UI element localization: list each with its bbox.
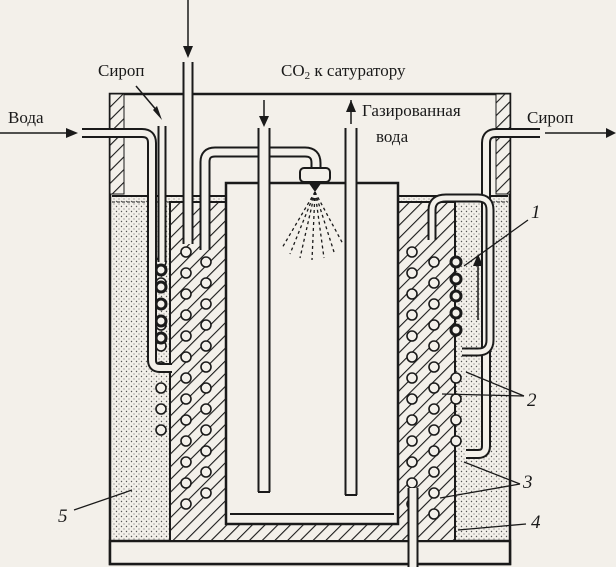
- co2-suffix: к сатуратору: [310, 61, 406, 80]
- callout-leaders: [73, 219, 529, 531]
- co2-subscript: 2: [304, 70, 311, 82]
- callout-1: 1: [531, 202, 541, 223]
- callout-3: 3: [523, 472, 533, 493]
- syrup-return-loop: [427, 193, 495, 357]
- callout-5: 5: [58, 506, 68, 527]
- saturator-vessel: [224, 181, 400, 526]
- coil-right: [406, 246, 462, 520]
- cooling-coil-circles: [155, 246, 462, 520]
- flow-arrows: [0, 85, 616, 138]
- label-syrup-out: Сироп: [527, 108, 574, 127]
- label-carbonated-water-line1: Газированная: [362, 101, 461, 120]
- label-syrup-in: Сироп: [98, 61, 145, 80]
- top-inlet-pipe: [182, 0, 194, 244]
- co2-prefix: CO: [281, 61, 305, 80]
- carbonated-outlet-pipe: [344, 100, 358, 496]
- spray-jets: [281, 191, 344, 261]
- label-co2-to-saturator: CO2 к сатуратору: [281, 62, 406, 85]
- label-water-in: Вода: [8, 108, 44, 127]
- callout-4: 4: [531, 512, 541, 533]
- tank-bottom: [108, 539, 512, 566]
- callout-2: 2: [527, 390, 537, 411]
- syrup-coil: [154, 255, 463, 345]
- label-carbonated-water-line2: вода: [376, 127, 409, 146]
- co2-saturator-pipe: [257, 100, 271, 493]
